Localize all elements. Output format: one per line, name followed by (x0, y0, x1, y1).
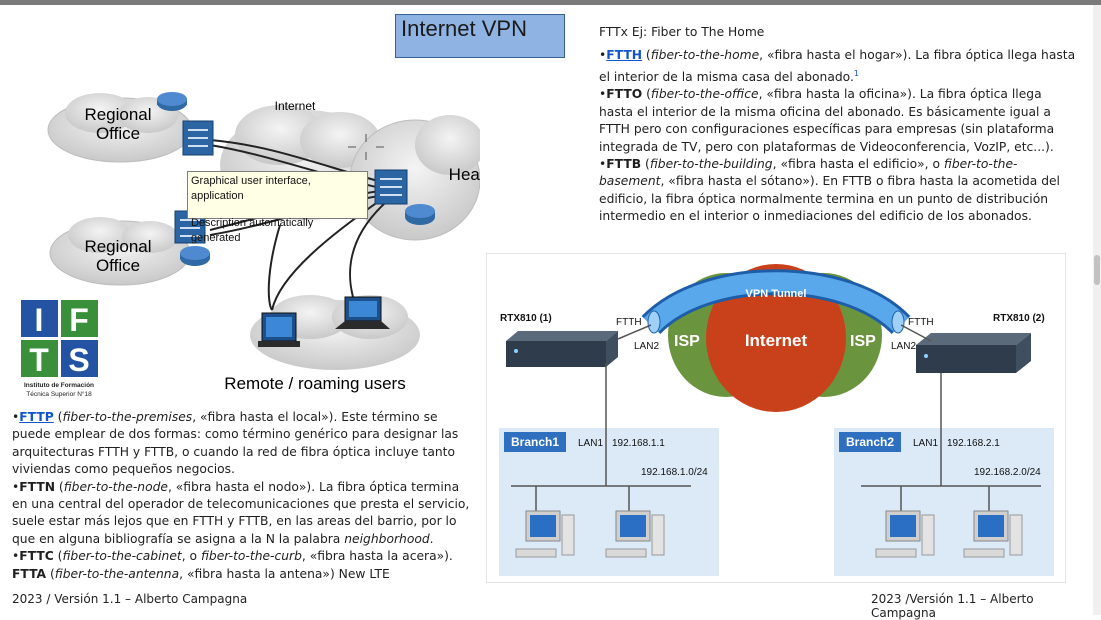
slide-title: Internet VPN (395, 14, 565, 58)
ip-branch2: 192.168.2.1 (947, 438, 1000, 449)
logo-letter-i: I (35, 302, 44, 338)
fttc-description: , «fibra hasta la acera»). (301, 549, 453, 564)
fttb-mid: , «fibra hasta el edificio», o (772, 156, 944, 171)
fttp-link[interactable]: FTTP (19, 410, 54, 424)
crosshair-cursor-icon (348, 134, 384, 160)
internet-label: Internet (275, 99, 316, 113)
fttc-term: fiber-to-the-cabinet (62, 549, 182, 564)
firewall-icon (374, 169, 408, 205)
tooltip-line-2: Description automatically generated (191, 217, 314, 244)
ftth-link[interactable]: FTTH (606, 48, 643, 63)
router-2-device (916, 333, 1031, 373)
fttn-description: , «fibra hasta el nodo»). La fibra óptic… (12, 479, 470, 546)
ftth-term: fiber-to-the-home (650, 48, 760, 63)
router-icon (157, 92, 187, 111)
regional-office-1-line2: Office (96, 124, 140, 143)
pc-icon (875, 510, 935, 558)
lan2-right-label: LAN2 (891, 341, 916, 352)
fttb-abbr: FTTB (606, 156, 642, 171)
regional-office-cloud-2 (49, 217, 191, 286)
ftta-term: fiber-to-the-antenna (54, 566, 180, 581)
logo-letter-t: T (29, 342, 49, 378)
ftth-right-label: FTTH (908, 317, 934, 328)
ftto-description: , «fibra hasta la oficina»). La fibra óp… (599, 87, 1055, 154)
fttc-term-2: fiber-to-the-curb (200, 549, 302, 564)
lan1-right-label: LAN1 (913, 438, 938, 449)
ftto-paragraph: •FTTO (fiber-to-the-office, «fibra hasta… (599, 87, 1055, 154)
regional-office-2-line1: Regional (84, 237, 151, 256)
vpn-diagram: RTX810 (1) RTX810 (2) FTTH FTTH LAN2 LAN… (486, 253, 1066, 583)
router-1-label: RTX810 (1) (500, 313, 552, 324)
scrollbar-thumb[interactable] (1094, 255, 1100, 285)
tooltip-line-1: Graphical user interface, application (191, 175, 311, 202)
fttp-paragraph: •FTTP (fiber-to-the-premises, «fibra has… (12, 410, 459, 477)
net-branch1: 192.168.1.0/24 (641, 467, 708, 478)
fttp-term: fiber-to-the-premises (62, 410, 193, 424)
fttb-paragraph: •FTTB (fiber-to-the-building, «fibra has… (599, 156, 1060, 224)
router-icon (405, 204, 435, 225)
lan2-left-label: LAN2 (634, 341, 659, 352)
lan1-left-label: LAN1 (578, 438, 603, 449)
regional-office-1-line1: Regional (84, 105, 151, 124)
alt-text-tooltip: Graphical user interface, application De… (187, 171, 368, 244)
fttb-term-2: fiber-to-the-basement (599, 156, 1018, 189)
router-2-label: RTX810 (2) (993, 313, 1045, 324)
fttn-abbr: FTTN (19, 479, 56, 494)
ftth-paragraph: •FTTH (fiber-to-the-home, «fibra hasta e… (599, 48, 1076, 84)
firewall-icon (182, 120, 214, 156)
left-text-block: •FTTP (fiber-to-the-premises, «fibra has… (12, 409, 470, 583)
pc-icon (515, 510, 575, 558)
ftto-term: fiber-to-the-office (650, 87, 759, 102)
router-1-device (506, 331, 618, 367)
fttc-abbr: FTTC (19, 549, 54, 564)
vertical-scrollbar[interactable] (1093, 5, 1101, 615)
head-office-cloud (349, 115, 480, 241)
text-heading: FTTx Ej: Fiber to The Home (599, 25, 765, 39)
fttc-mid: , o (181, 549, 201, 564)
ftta-abbr: FTTA (12, 566, 47, 581)
fttn-term-2: neighborhood (344, 531, 430, 546)
window-top-bar (0, 0, 1101, 5)
ftto-abbr: FTTO (606, 87, 643, 102)
footnote-link[interactable]: 1 (853, 68, 859, 78)
laptop-icon (335, 296, 390, 329)
fttp-description: , «fibra hasta el local»). Este término … (12, 410, 459, 477)
pc-icon (963, 510, 1023, 558)
fttb-description: , «fibra hasta el sótano»). En FTTB o fi… (599, 174, 1060, 224)
ftth-left-label: FTTH (616, 317, 642, 328)
desktop-computer-icon (258, 312, 300, 347)
branch1-label: Branch1 (511, 435, 559, 449)
net-branch2: 192.168.2.0/24 (974, 467, 1041, 478)
footer-right: 2023 /Versión 1.1 – Alberto Campagna (871, 592, 1034, 620)
ftta-paragraph: FTTA (fiber-to-the-antenna, «fibra hasta… (12, 566, 390, 581)
logo-caption-2: Técnica Superior N°18 (26, 390, 92, 398)
ip-branch1: 192.168.1.1 (612, 438, 665, 449)
internet-center-label: Internet (745, 331, 808, 350)
regional-office-2-line2: Office (96, 256, 140, 275)
remote-users-label: Remote / roaming users (224, 374, 405, 393)
router-icon (180, 246, 210, 266)
isp-right-label: ISP (850, 333, 876, 350)
fttn-end: . (429, 531, 434, 546)
logo-caption-1: Instituto de Formación (24, 382, 94, 389)
vpn-tunnel-label: VPN Tunnel (746, 288, 807, 300)
fttn-paragraph: •FTTN (fiber-to-the-node, «fibra hasta e… (12, 479, 470, 546)
logo-letter-s: S (68, 342, 89, 378)
pc-icon (605, 510, 665, 558)
ftta-description: , «fibra hasta la antena») New LTE (179, 566, 390, 581)
network-wires (511, 324, 1041, 511)
fttb-term: fiber-to-the-building (649, 156, 773, 171)
ifts-logo: I F T S Instituto de Formación Técnica S… (21, 300, 98, 398)
internet-circle (706, 264, 846, 412)
logo-letter-f: F (69, 302, 89, 338)
fttn-term: fiber-to-the-node (63, 479, 168, 494)
branch2-label: Branch2 (846, 435, 894, 449)
footer-left: 2023 / Versión 1.1 – Alberto Campagna (12, 592, 248, 606)
ftth-description: , «fibra hasta el hogar»). La fibra ópti… (599, 48, 1076, 84)
fttc-paragraph: •FTTC (fiber-to-the-cabinet, o fiber-to-… (12, 549, 453, 564)
right-text-block: FTTx Ej: Fiber to The Home •FTTH (fiber-… (599, 24, 1079, 226)
isp-left-label: ISP (674, 333, 700, 350)
head-office-label: Head-office (449, 165, 480, 184)
